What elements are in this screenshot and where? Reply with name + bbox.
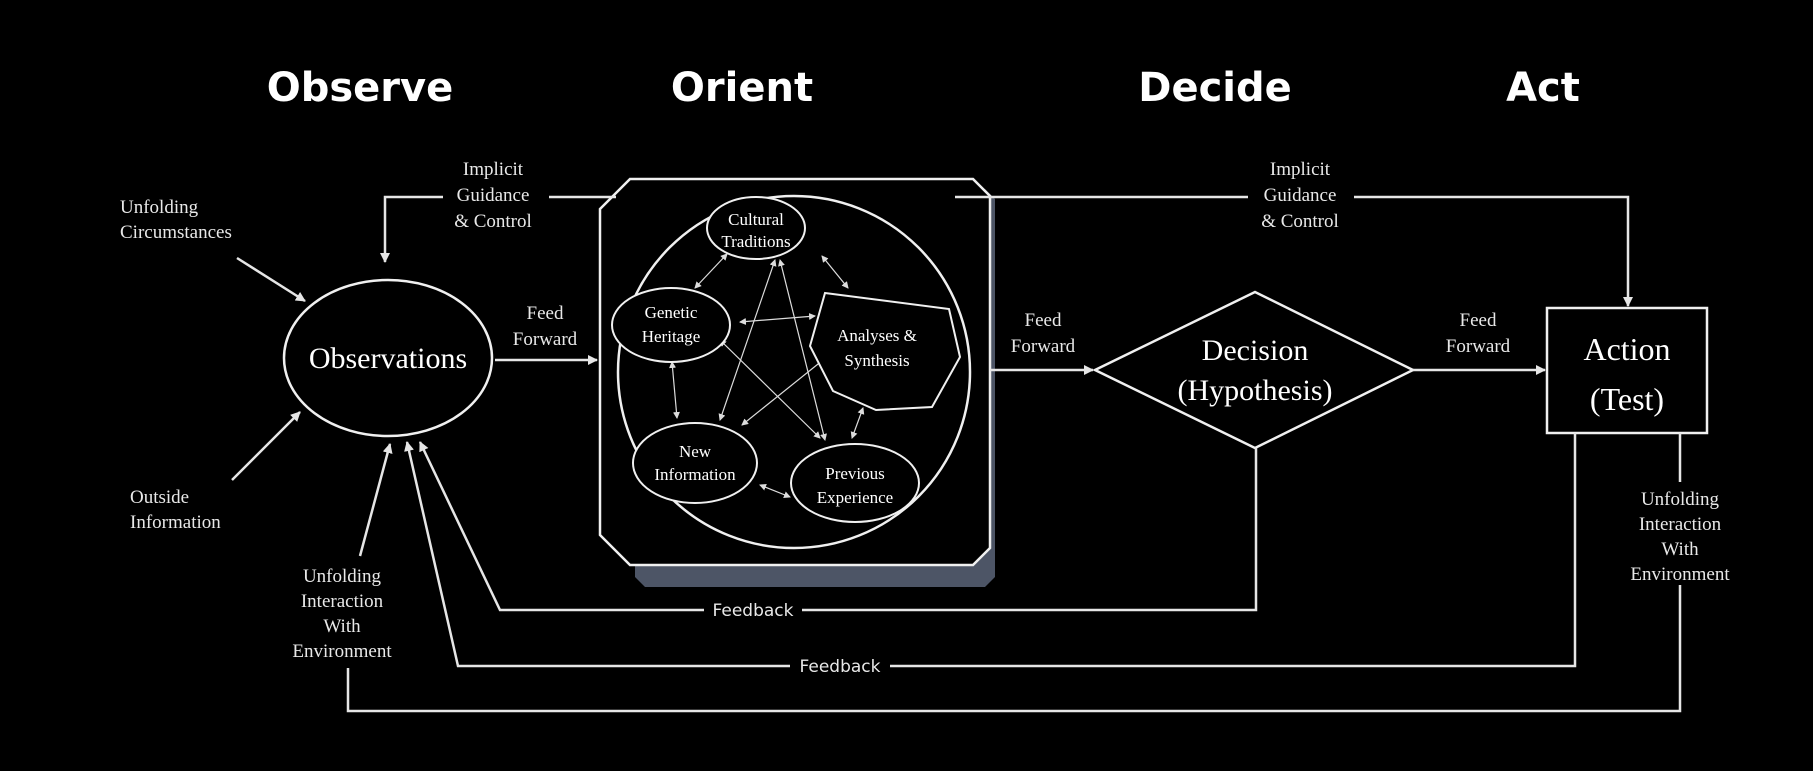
observations-label: Observations (309, 342, 467, 375)
arrow-guidance-right (955, 195, 1633, 307)
feed-forward-3-label-2: Forward (1446, 336, 1511, 357)
phase-observe-heading: Observe (267, 65, 454, 111)
link-genetic-new (669, 361, 680, 419)
arrow-feedback-action (404, 433, 1577, 668)
interaction-right-label-4: Environment (1630, 564, 1730, 585)
outside-information-label-1: Outside (130, 487, 189, 508)
feed-forward-2-label-2: Forward (1011, 336, 1076, 357)
outside-information-label-2: Information (130, 512, 221, 533)
interaction-left-label-2: Interaction (301, 591, 384, 612)
phase-orient-heading: Orient (671, 65, 813, 111)
guidance-right-label-2: Guidance (1264, 185, 1337, 206)
unfolding-circumstances-label-1: Unfolding (120, 197, 199, 218)
cultural-traditions-label-1: Cultural (728, 210, 784, 229)
previous-experience-node (790, 443, 920, 523)
link-analyses-previous (850, 407, 865, 439)
interaction-left-label-3: With (323, 616, 361, 637)
new-information-label-2: Information (654, 465, 736, 484)
analyses-synthesis-label-2: Synthesis (844, 351, 909, 370)
interaction-left-label-1: Unfolding (303, 566, 382, 587)
feedback-1-label: Feedback (713, 601, 794, 621)
previous-experience-label-2: Experience (817, 488, 893, 507)
phase-act-heading: Act (1506, 65, 1580, 111)
interaction-right-label-2: Interaction (1639, 514, 1722, 535)
guidance-left-label-3: & Control (454, 211, 532, 232)
action-label-2: (Test) (1590, 381, 1664, 417)
link-genetic-analyses (739, 312, 816, 326)
link-new-previous (759, 483, 791, 499)
decision-label-2: (Hypothesis) (1178, 374, 1333, 407)
interaction-left-label-4: Environment (292, 641, 392, 662)
interaction-right-label-3: With (1661, 539, 1699, 560)
link-analyses-new (741, 351, 834, 426)
decision-node (1092, 290, 1416, 450)
phase-decide-heading: Decide (1138, 65, 1292, 111)
orient-interconnections (669, 253, 865, 499)
unfolding-circumstances-label-2: Circumstances (120, 222, 232, 243)
line-interaction-loop (346, 585, 1682, 713)
arrow-feedback-decision (418, 441, 1258, 612)
action-node (1545, 306, 1709, 435)
guidance-left-label-1: Implicit (463, 159, 524, 180)
arrow-interaction-left (358, 443, 393, 557)
guidance-left-label-bg (443, 150, 549, 238)
interaction-right-label-1: Unfolding (1641, 489, 1720, 510)
guidance-right-label-1: Implicit (1270, 159, 1331, 180)
guidance-right-label-bg (1248, 150, 1354, 238)
feedback-2-label: Feedback (800, 657, 881, 677)
analyses-synthesis-node (808, 291, 962, 412)
feed-forward-1-label-1: Feed (527, 303, 564, 324)
feed-forward-3-label-1: Feed (1460, 310, 1497, 331)
genetic-heritage-label-2: Heritage (642, 327, 701, 346)
observations-node (282, 278, 494, 438)
new-information-label-1: New (679, 442, 712, 461)
cultural-traditions-node (706, 196, 806, 260)
feed-forward-2-label-1: Feed (1025, 310, 1062, 331)
arrow-unfolding-circumstances (236, 256, 306, 303)
decision-label-1: Decision (1202, 334, 1309, 367)
previous-experience-label-1: Previous (825, 464, 885, 483)
guidance-left-label-2: Guidance (457, 185, 530, 206)
feed-forward-1-label-2: Forward (513, 329, 578, 350)
genetic-heritage-node (611, 287, 731, 363)
cultural-traditions-label-2: Traditions (721, 232, 790, 251)
genetic-heritage-label-1: Genetic (645, 303, 698, 322)
feedback-2-label-bg (790, 651, 890, 679)
arrow-outside-information (231, 411, 301, 481)
new-information-node (632, 422, 758, 504)
analyses-synthesis-label-1: Analyses & (837, 326, 917, 345)
guidance-right-label-3: & Control (1261, 211, 1339, 232)
action-label-1: Action (1583, 331, 1670, 367)
feedback-1-label-bg (704, 595, 802, 623)
